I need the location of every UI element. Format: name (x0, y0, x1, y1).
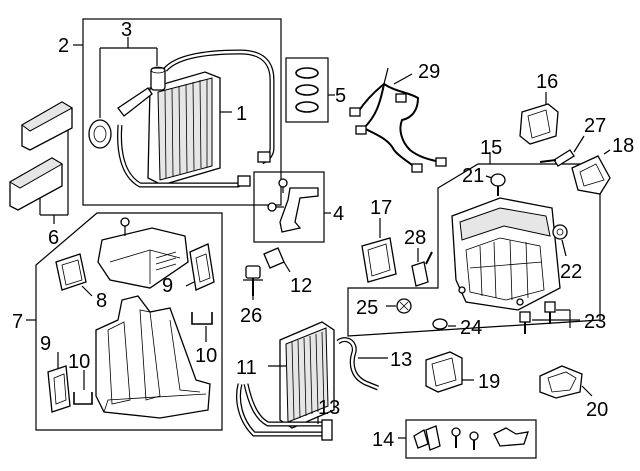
temperature-sensor[interactable] (485, 173, 506, 196)
callout-4: 4 (333, 203, 344, 225)
filter-door[interactable] (55, 253, 93, 297)
callout-1: 1 (236, 103, 247, 125)
evaporator-core[interactable] (147, 71, 221, 186)
leader-3 (99, 37, 158, 118)
evaporator-group-box (73, 18, 282, 206)
callout-24: 24 (460, 317, 482, 339)
door-link-left[interactable] (73, 370, 93, 405)
hvac-case[interactable] (451, 197, 561, 311)
callout-18: 18 (612, 135, 634, 157)
blower-resistor[interactable] (552, 224, 568, 257)
cabin-air-filters[interactable] (9, 101, 74, 211)
callout-13-lower: 13 (318, 397, 340, 419)
temp-sensor-probe[interactable] (539, 135, 585, 167)
heater-pipes[interactable] (236, 337, 388, 441)
mode-actuator[interactable] (571, 149, 611, 195)
hvac-case-group-box (347, 152, 601, 337)
callout-17: 17 (370, 197, 392, 219)
callout-20: 20 (586, 399, 608, 421)
humidity-sensor[interactable] (411, 248, 433, 287)
heater-core[interactable] (268, 321, 335, 429)
sensor-pair[interactable] (519, 301, 580, 334)
wiring-harness[interactable] (349, 67, 447, 173)
callout-15: 15 (480, 137, 502, 159)
callout-25: 25 (356, 297, 378, 319)
callout-8: 8 (96, 290, 107, 312)
evaporator-refrigerant-lines (117, 49, 275, 188)
callout-9-upper: 9 (162, 275, 173, 297)
callout-19: 19 (478, 371, 500, 393)
callout-12: 12 (290, 275, 312, 297)
callout-6: 6 (48, 227, 59, 249)
case-screw[interactable] (432, 318, 456, 330)
blend-actuator[interactable] (519, 92, 559, 145)
mount-bolt[interactable] (243, 265, 263, 296)
callout-10-left: 10 (68, 351, 90, 373)
callout-14: 14 (372, 429, 394, 451)
aspirator-housing[interactable] (539, 365, 593, 399)
callout-21: 21 (462, 165, 484, 187)
o-ring-kit-box[interactable] (285, 57, 335, 123)
callout-9-lower: 9 (40, 333, 51, 355)
hardware-kit-box[interactable] (398, 419, 537, 459)
control-module[interactable] (361, 218, 397, 283)
callout-29: 29 (418, 61, 440, 83)
housing-group-box (26, 212, 223, 431)
callout-23: 23 (584, 311, 606, 333)
expansion-valve[interactable] (88, 66, 166, 149)
mode-door-lever[interactable] (185, 243, 215, 291)
bracket-box[interactable] (253, 171, 331, 243)
callout-10-right: 10 (195, 345, 217, 367)
callout-labels: 1 2 3 4 5 6 7 8 9 9 10 10 11 12 13 13 14… (12, 19, 634, 451)
callout-16: 16 (536, 71, 558, 93)
actuator-left[interactable] (47, 352, 71, 413)
heater-housing-lower[interactable] (95, 295, 211, 419)
callout-3: 3 (121, 19, 132, 41)
callout-27: 27 (584, 115, 606, 137)
recirc-actuator[interactable] (425, 351, 474, 393)
door-link-right[interactable] (191, 312, 213, 342)
retaining-clip[interactable] (263, 247, 291, 273)
drain-grommet[interactable] (386, 298, 412, 314)
callout-28: 28 (404, 227, 426, 249)
blower-housing-cover[interactable] (97, 217, 189, 289)
callout-22: 22 (560, 261, 582, 283)
callout-26: 26 (240, 305, 262, 327)
callout-7: 7 (12, 311, 23, 333)
callout-11: 11 (236, 357, 257, 379)
callout-2: 2 (58, 35, 69, 57)
callout-5: 5 (335, 85, 346, 107)
callout-13-upper: 13 (390, 349, 412, 371)
leader-6 (39, 130, 69, 224)
